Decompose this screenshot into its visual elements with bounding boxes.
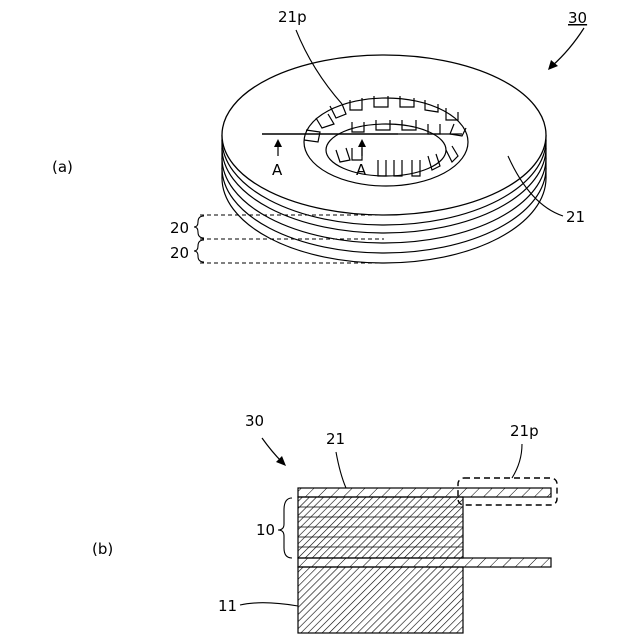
- middle-plate-section: [298, 558, 551, 567]
- panel-b: (b) 30 21 21p 10 11: [92, 412, 557, 633]
- panel-b-label: (b): [92, 540, 113, 558]
- ref-plate-b: 21: [326, 430, 345, 448]
- leader-pole-b: [512, 444, 522, 478]
- panel-a-label: (a): [52, 158, 73, 176]
- ref-assembly-b: 30: [245, 412, 264, 430]
- assembly-arrow-b: [262, 438, 286, 466]
- ref-sheet-upper: 20: [170, 219, 189, 237]
- ref-plate-a: 21: [566, 208, 585, 226]
- ref-stack: 10: [256, 521, 275, 539]
- ref-pole-a: 21p: [278, 8, 307, 26]
- ref-core: 11: [218, 597, 237, 615]
- panel-a: (a) 30: [52, 8, 587, 263]
- top-plate-section: [298, 488, 551, 497]
- assembly-arrow-a: [548, 28, 584, 70]
- section-mark-left: A: [272, 161, 283, 179]
- stack-brace: [278, 498, 292, 558]
- leader-plate-b: [336, 452, 346, 488]
- upper-core-stack: [298, 497, 463, 558]
- leader-core: [240, 603, 298, 606]
- ref-pole-b: 21p: [510, 422, 539, 440]
- ref-assembly-a: 30: [568, 9, 587, 27]
- section-mark-right: A: [356, 161, 367, 179]
- layer-dimension-lines: [200, 215, 384, 263]
- lower-core-stack: [298, 567, 463, 633]
- ref-sheet-lower: 20: [170, 244, 189, 262]
